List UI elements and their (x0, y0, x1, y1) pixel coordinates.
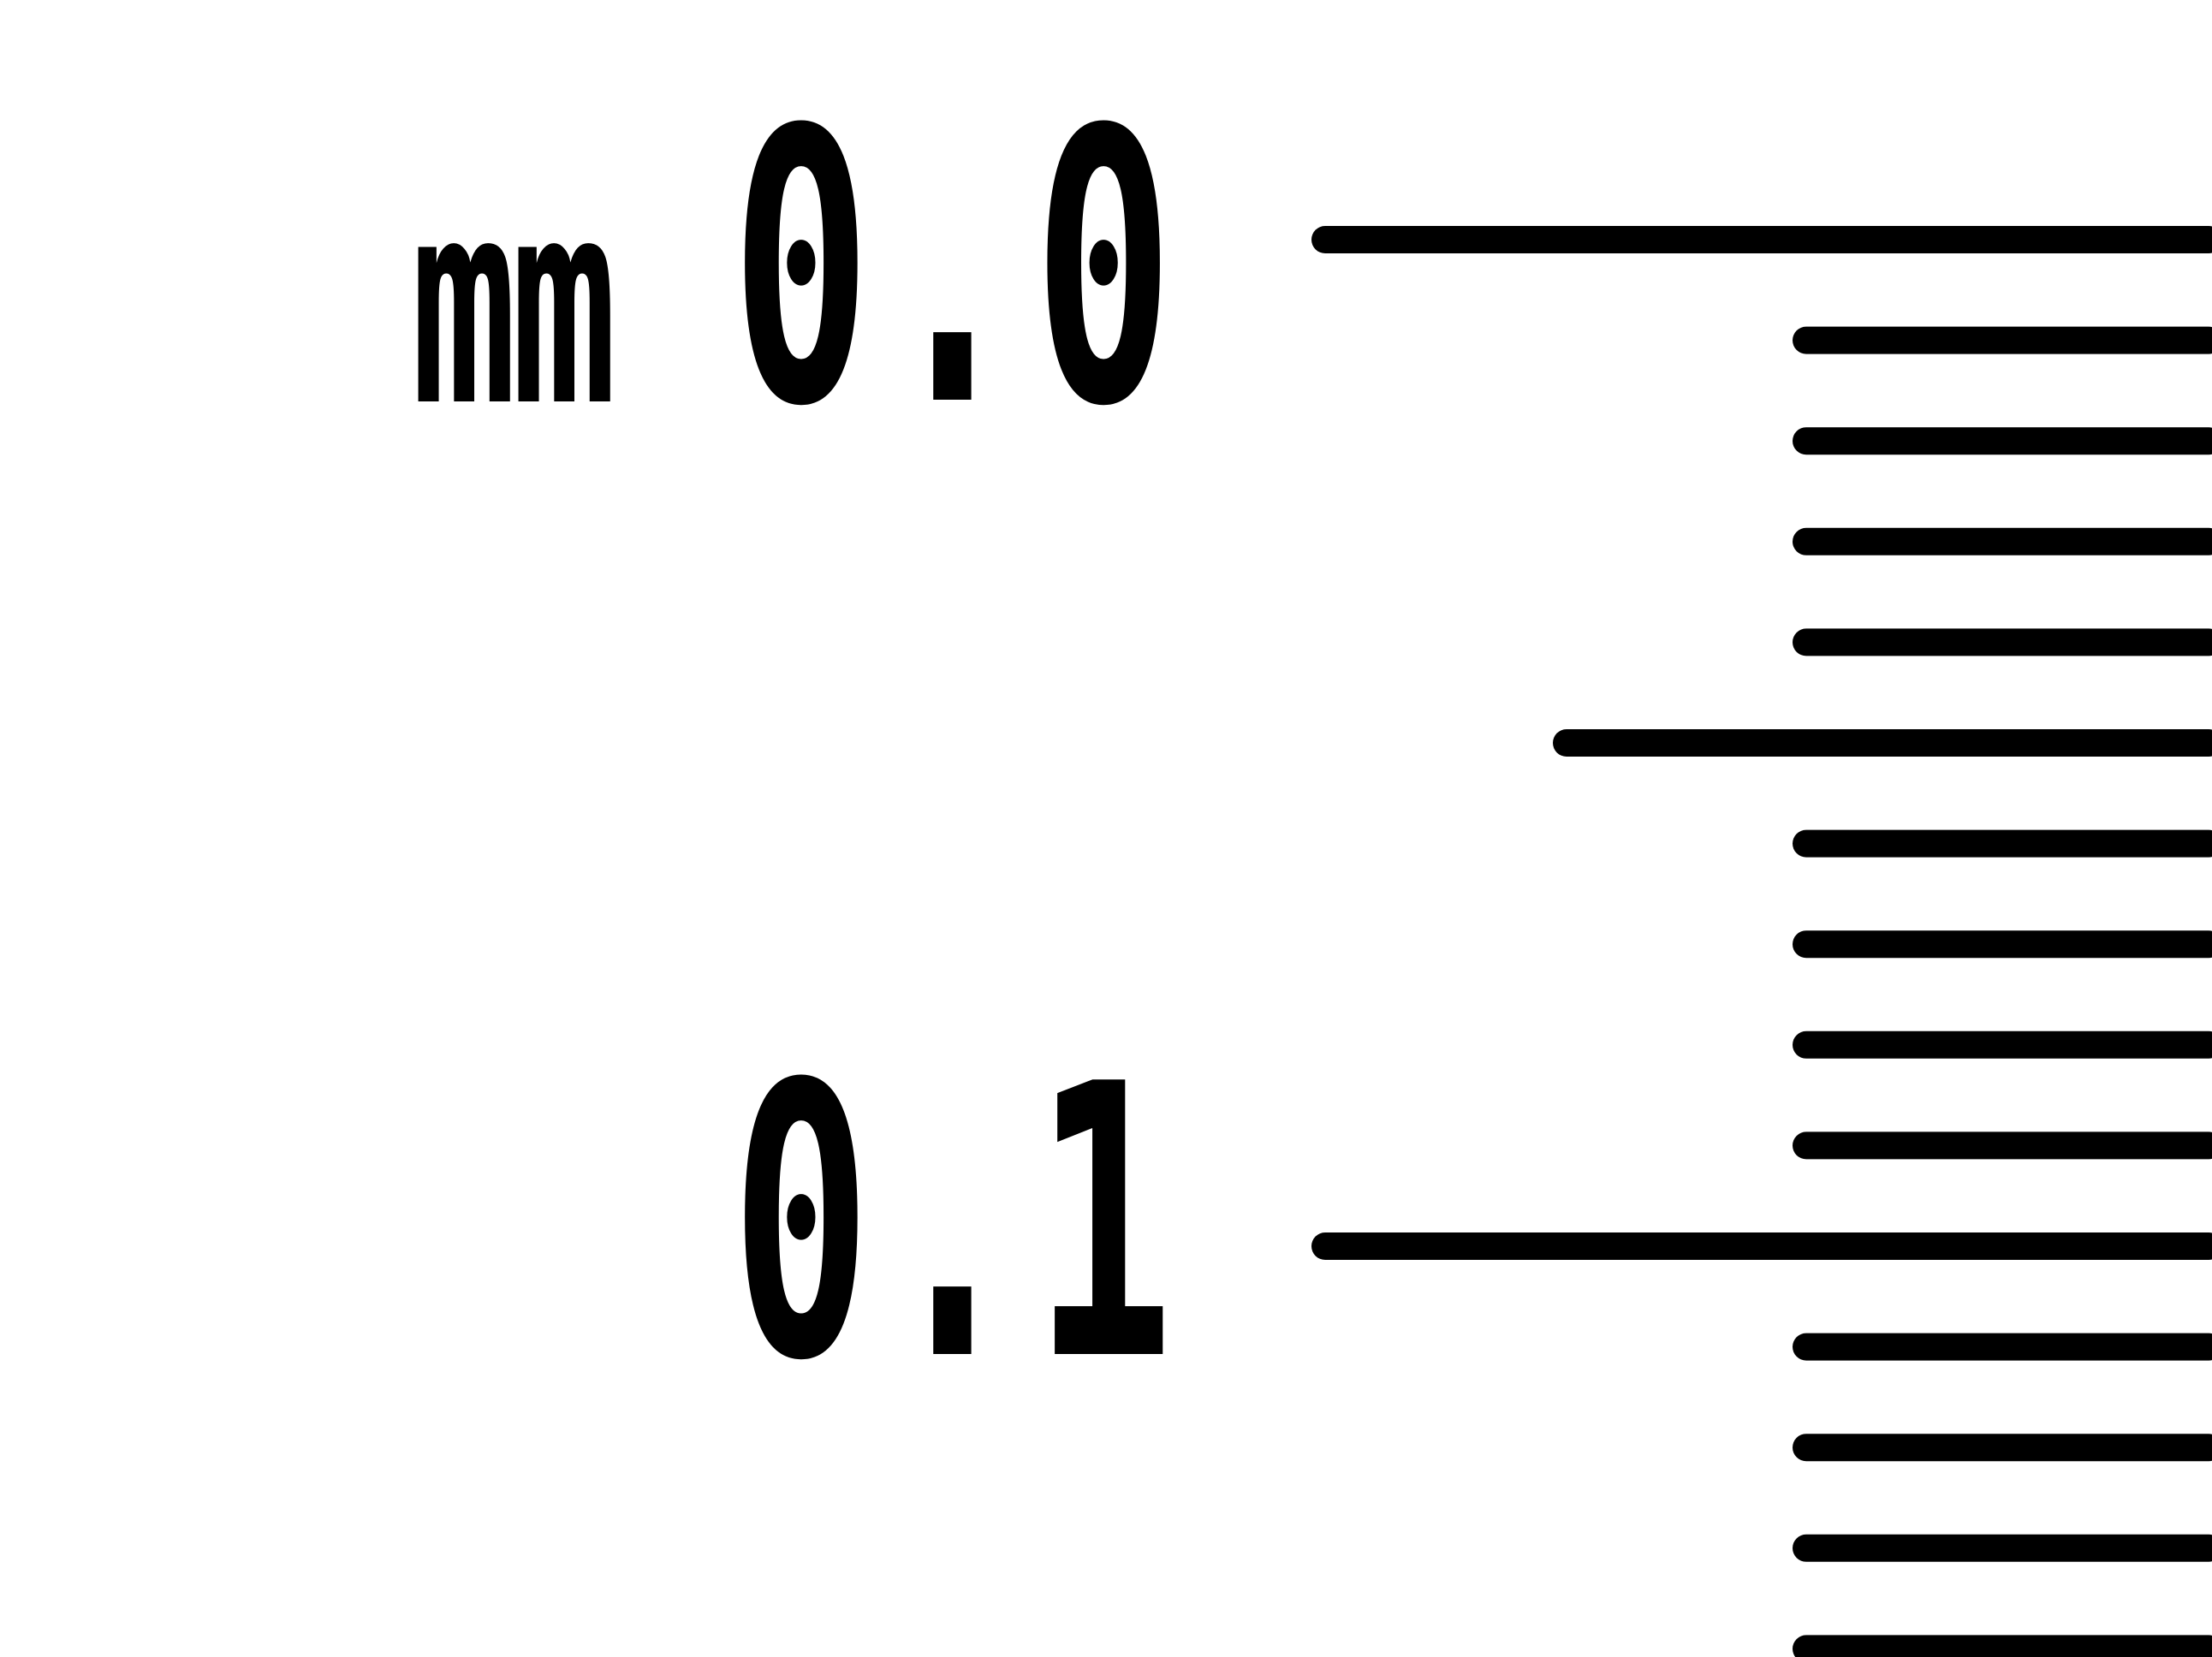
major-label-0-1: 0.1 (731, 1005, 1185, 1443)
major-label-0-0: 0.0 (731, 50, 1185, 489)
unit-label: mm (411, 140, 616, 468)
